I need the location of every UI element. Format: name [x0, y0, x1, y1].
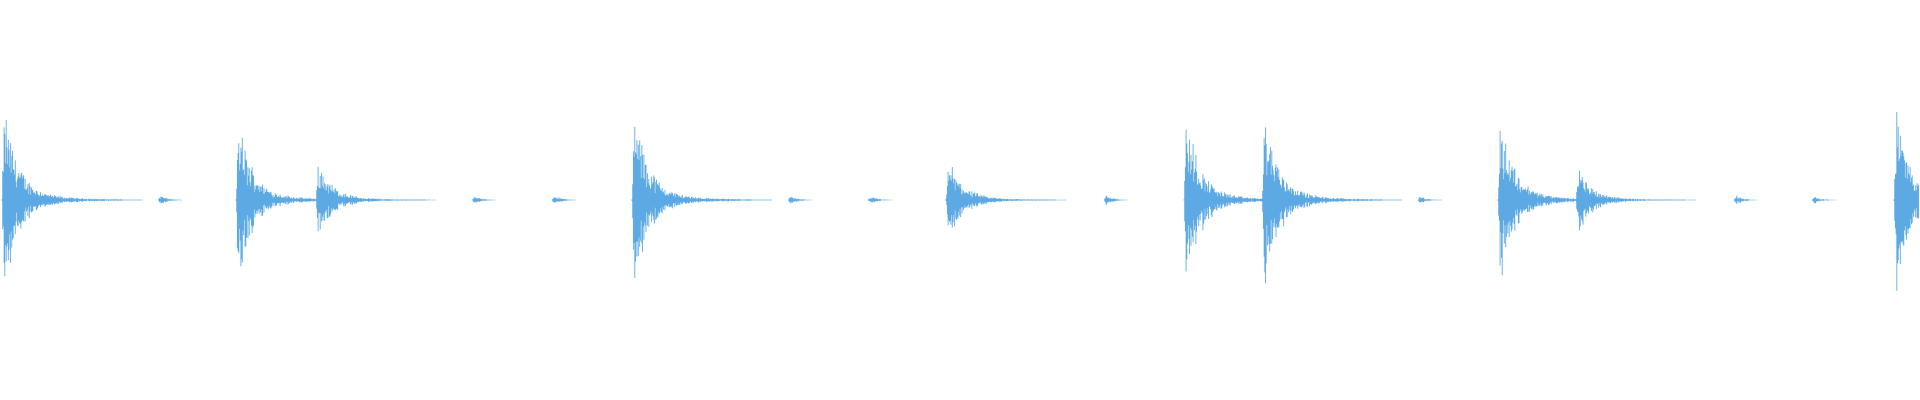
waveform-samples	[1, 112, 1919, 291]
waveform-trace	[1, 112, 1919, 291]
